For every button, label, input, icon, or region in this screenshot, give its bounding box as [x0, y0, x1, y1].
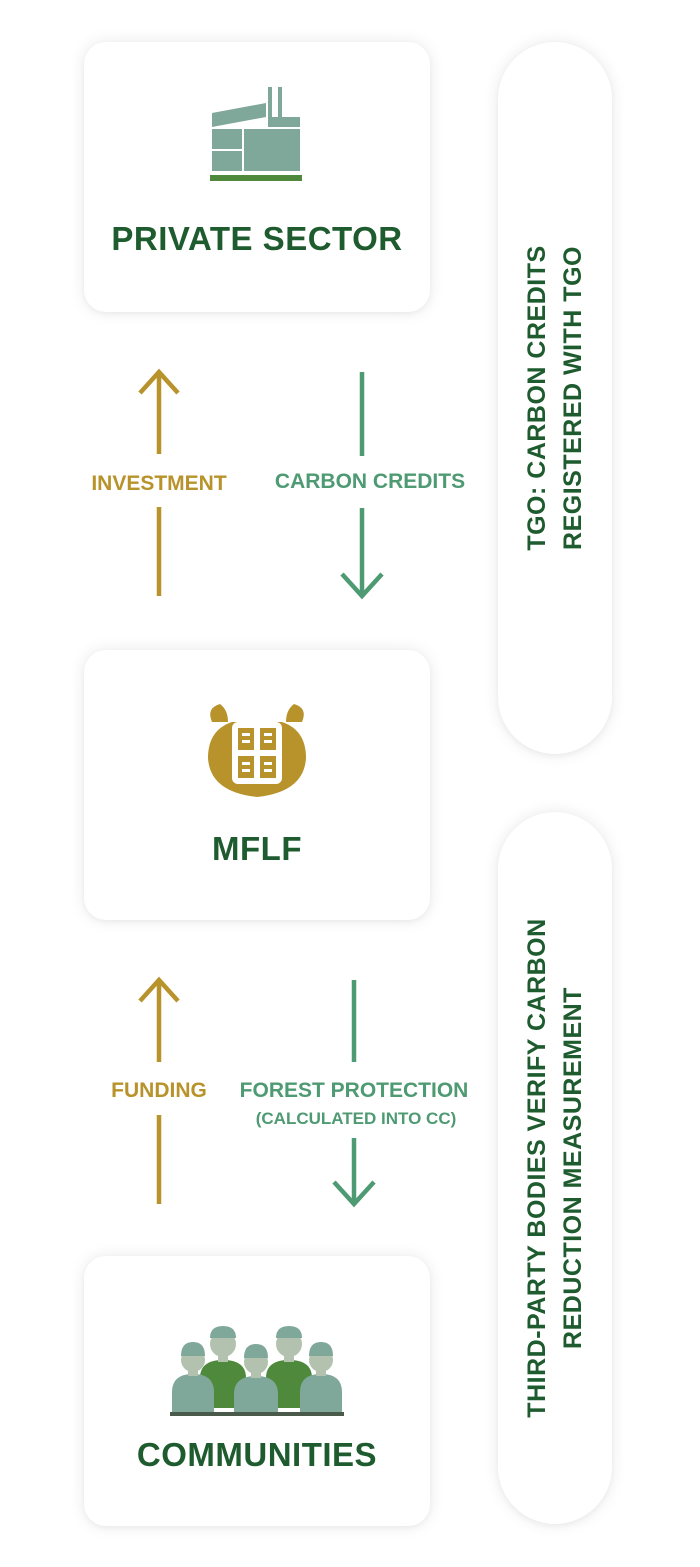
- forest-protection-sublabel: (CALCULATED INTO CC): [255, 1109, 457, 1128]
- tgo-note-line1: TGO: CARBON CREDITS: [523, 245, 551, 551]
- third-party-note-line1: THIRD-PARTY BODIES VERIFY CARBON: [523, 918, 551, 1418]
- mflf-label: MFLF: [212, 830, 302, 867]
- tgo-note-text: TGO: CARBON CREDITS REGISTERED WITH TGO: [519, 245, 591, 550]
- tgo-note-line2: REGISTERED WITH TGO: [559, 246, 587, 550]
- third-party-note: THIRD-PARTY BODIES VERIFY CARBON REDUCTI…: [498, 812, 612, 1524]
- forest-protection-arrow-down: [332, 980, 376, 1208]
- mflf-logo-icon: [208, 704, 306, 797]
- investment-label: INVESTMENT: [91, 472, 227, 495]
- communities-card: COMMUNITIES: [84, 1256, 430, 1526]
- mflf-card: MFLF: [84, 650, 430, 920]
- forest-protection-label: FOREST PROTECTION: [239, 1079, 469, 1102]
- private-sector-label: PRIVATE SECTOR: [111, 220, 403, 257]
- funding-label: FUNDING: [111, 1079, 207, 1102]
- private-sector-card: PRIVATE SECTOR: [84, 42, 430, 312]
- investment-arrow-up: [138, 368, 180, 596]
- tgo-note: TGO: CARBON CREDITS REGISTERED WITH TGO: [498, 42, 612, 754]
- communities-label: COMMUNITIES: [136, 1436, 378, 1473]
- people-group-icon: [170, 1326, 344, 1416]
- carbon-credits-arrow-down: [340, 372, 384, 600]
- funding-arrow-up: [138, 976, 180, 1204]
- carbon-credits-label: CARBON CREDITS: [274, 470, 466, 493]
- third-party-note-text: THIRD-PARTY BODIES VERIFY CARBON REDUCTI…: [519, 918, 591, 1417]
- third-party-note-line2: REDUCTION MEASUREMENT: [559, 987, 587, 1349]
- factory-icon: [210, 87, 302, 181]
